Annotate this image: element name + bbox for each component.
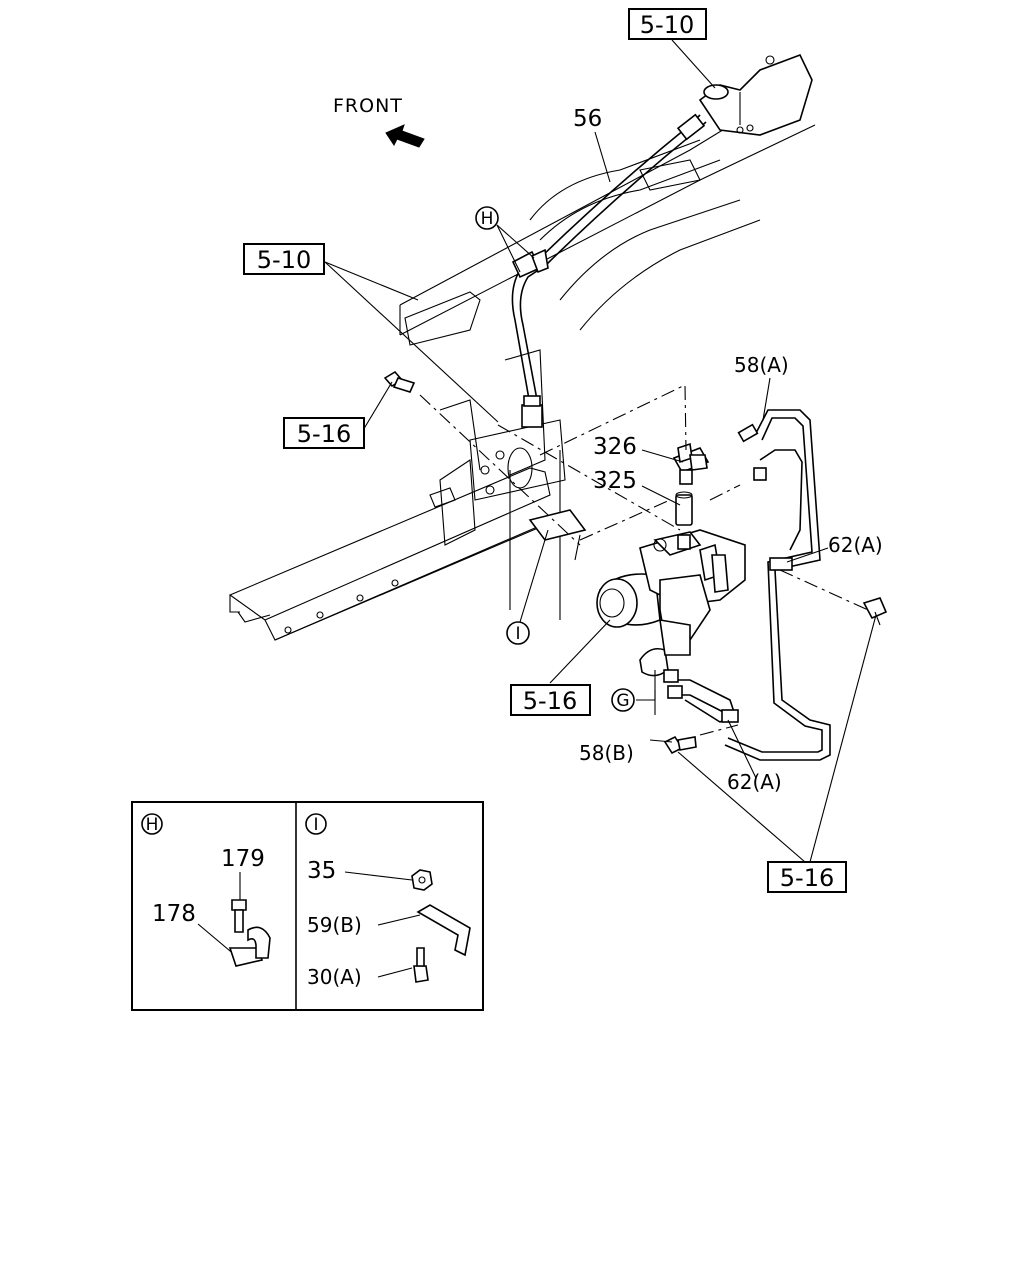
detail-inset: H 179 178 I 35 59(B) 30(A) <box>131 801 484 1011</box>
bolt-bottom <box>663 735 697 755</box>
svg-text:5-16: 5-16 <box>780 864 834 892</box>
svg-text:H: H <box>481 209 494 229</box>
hose-56 <box>511 113 707 428</box>
bracket-i <box>528 509 587 541</box>
callout-h[interactable]: H <box>475 206 499 230</box>
leader-lines <box>324 39 877 863</box>
svg-text:5-10: 5-10 <box>640 11 694 39</box>
clip-62a-bottom <box>721 709 739 723</box>
part-label-62a-bottom: 62(A) <box>727 770 782 794</box>
ref-box-left[interactable]: 5-10 <box>243 243 325 275</box>
pipe-58b <box>663 669 736 723</box>
svg-text:5-10: 5-10 <box>257 246 311 274</box>
frame-crossmember <box>228 399 566 641</box>
ref-box-bottom-right[interactable]: 5-16 <box>767 861 847 893</box>
svg-text:I: I <box>515 624 520 644</box>
svg-text:I: I <box>313 815 318 835</box>
pipe-58a <box>724 409 831 761</box>
part-label-179: 179 <box>221 846 265 872</box>
part-label-58b: 58(B) <box>579 741 634 765</box>
callout-i[interactable]: I <box>506 621 530 645</box>
ref-box-bolt-left[interactable]: 5-16 <box>283 417 365 449</box>
bracket-59b <box>416 904 471 957</box>
bolt-right <box>862 597 888 626</box>
ref-box-top[interactable]: 5-10 <box>628 8 707 40</box>
part-label-35: 35 <box>307 858 336 884</box>
part-label-62a-top: 62(A) <box>828 533 883 557</box>
part-label-325: 325 <box>593 468 637 494</box>
svg-text:5-16: 5-16 <box>523 687 577 715</box>
fitting-326 <box>672 442 710 485</box>
svg-text:G: G <box>616 691 629 711</box>
part-label-58a: 58(A) <box>734 353 789 377</box>
svg-text:5-16: 5-16 <box>297 420 351 448</box>
upper-valve <box>698 53 813 136</box>
part-label-59b: 59(B) <box>307 913 362 937</box>
bolt-left <box>383 370 416 393</box>
power-steering-pump <box>596 529 746 677</box>
clip-178 <box>228 926 271 967</box>
part-label-56: 56 <box>573 106 602 132</box>
detail-i-marker: I <box>305 813 327 835</box>
nut-35 <box>411 869 433 891</box>
front-label: FRONT <box>333 95 403 117</box>
ref-box-pump[interactable]: 5-16 <box>510 684 591 716</box>
part-label-326: 326 <box>593 434 637 460</box>
detail-h-marker: H <box>141 813 163 835</box>
front-arrow-icon <box>385 124 425 148</box>
callout-g[interactable]: G <box>611 688 635 712</box>
spacer-325 <box>675 494 693 526</box>
svg-text:H: H <box>146 815 159 835</box>
bolt-30a <box>413 947 429 983</box>
clip-62a-top <box>769 557 793 571</box>
part-label-30a: 30(A) <box>307 965 362 989</box>
bolt-179 <box>231 899 247 933</box>
part-label-178: 178 <box>152 901 196 927</box>
